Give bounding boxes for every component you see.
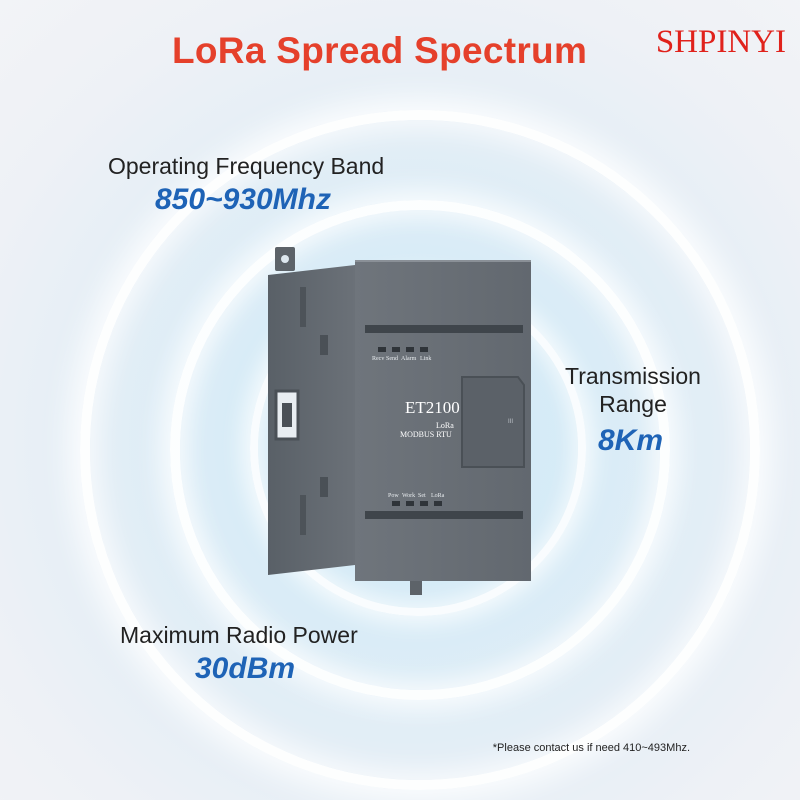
led-label-link: Link [420,356,431,362]
led-label-recv: Recv [372,356,384,362]
range-label-line2: Range [599,391,667,417]
mounting-tab [275,247,295,271]
device-subtitle-modbus: MODBUS RTU [400,430,452,439]
range-value: 8Km [598,424,664,457]
footnote: *Please contact us if need 410~493Mhz. [492,742,690,754]
top-vent [365,325,523,333]
terminal-cover [461,376,525,468]
device-side-panel [268,265,355,575]
power-label: Maximum Radio Power [120,622,358,648]
led-label-lora: LoRa [431,493,445,499]
led-label-alarm: Alarm [401,356,417,362]
led-label-pow: Pow [388,493,399,499]
led-label-work: Work [402,493,415,499]
signal-ring-middle [170,200,670,700]
frequency-label: Operating Frequency Band [108,153,385,179]
signal-ring-outer [80,110,760,790]
power-value: 30dBm [195,652,296,685]
brand-watermark: SHPINYI [655,24,786,60]
terminal-cover-marking: III [508,419,513,425]
bottom-status-leds [392,501,442,506]
page-title: LoRa Spread Spectrum [172,30,588,71]
bottom-vent [365,511,523,519]
range-label-line1: Transmission [565,363,701,389]
frequency-value: 850~930Mhz [155,183,331,216]
device-subtitle-lora: LoRa [436,421,454,430]
led-label-send: Send [386,356,398,362]
et2100-device-image: Recv Send Alarm Link ET2100 LoRa MODBUS … [268,247,531,595]
led-label-set: Set [418,493,426,499]
bottom-clip [410,581,422,595]
top-status-leds [378,347,428,352]
device-model: ET2100 [405,398,460,417]
